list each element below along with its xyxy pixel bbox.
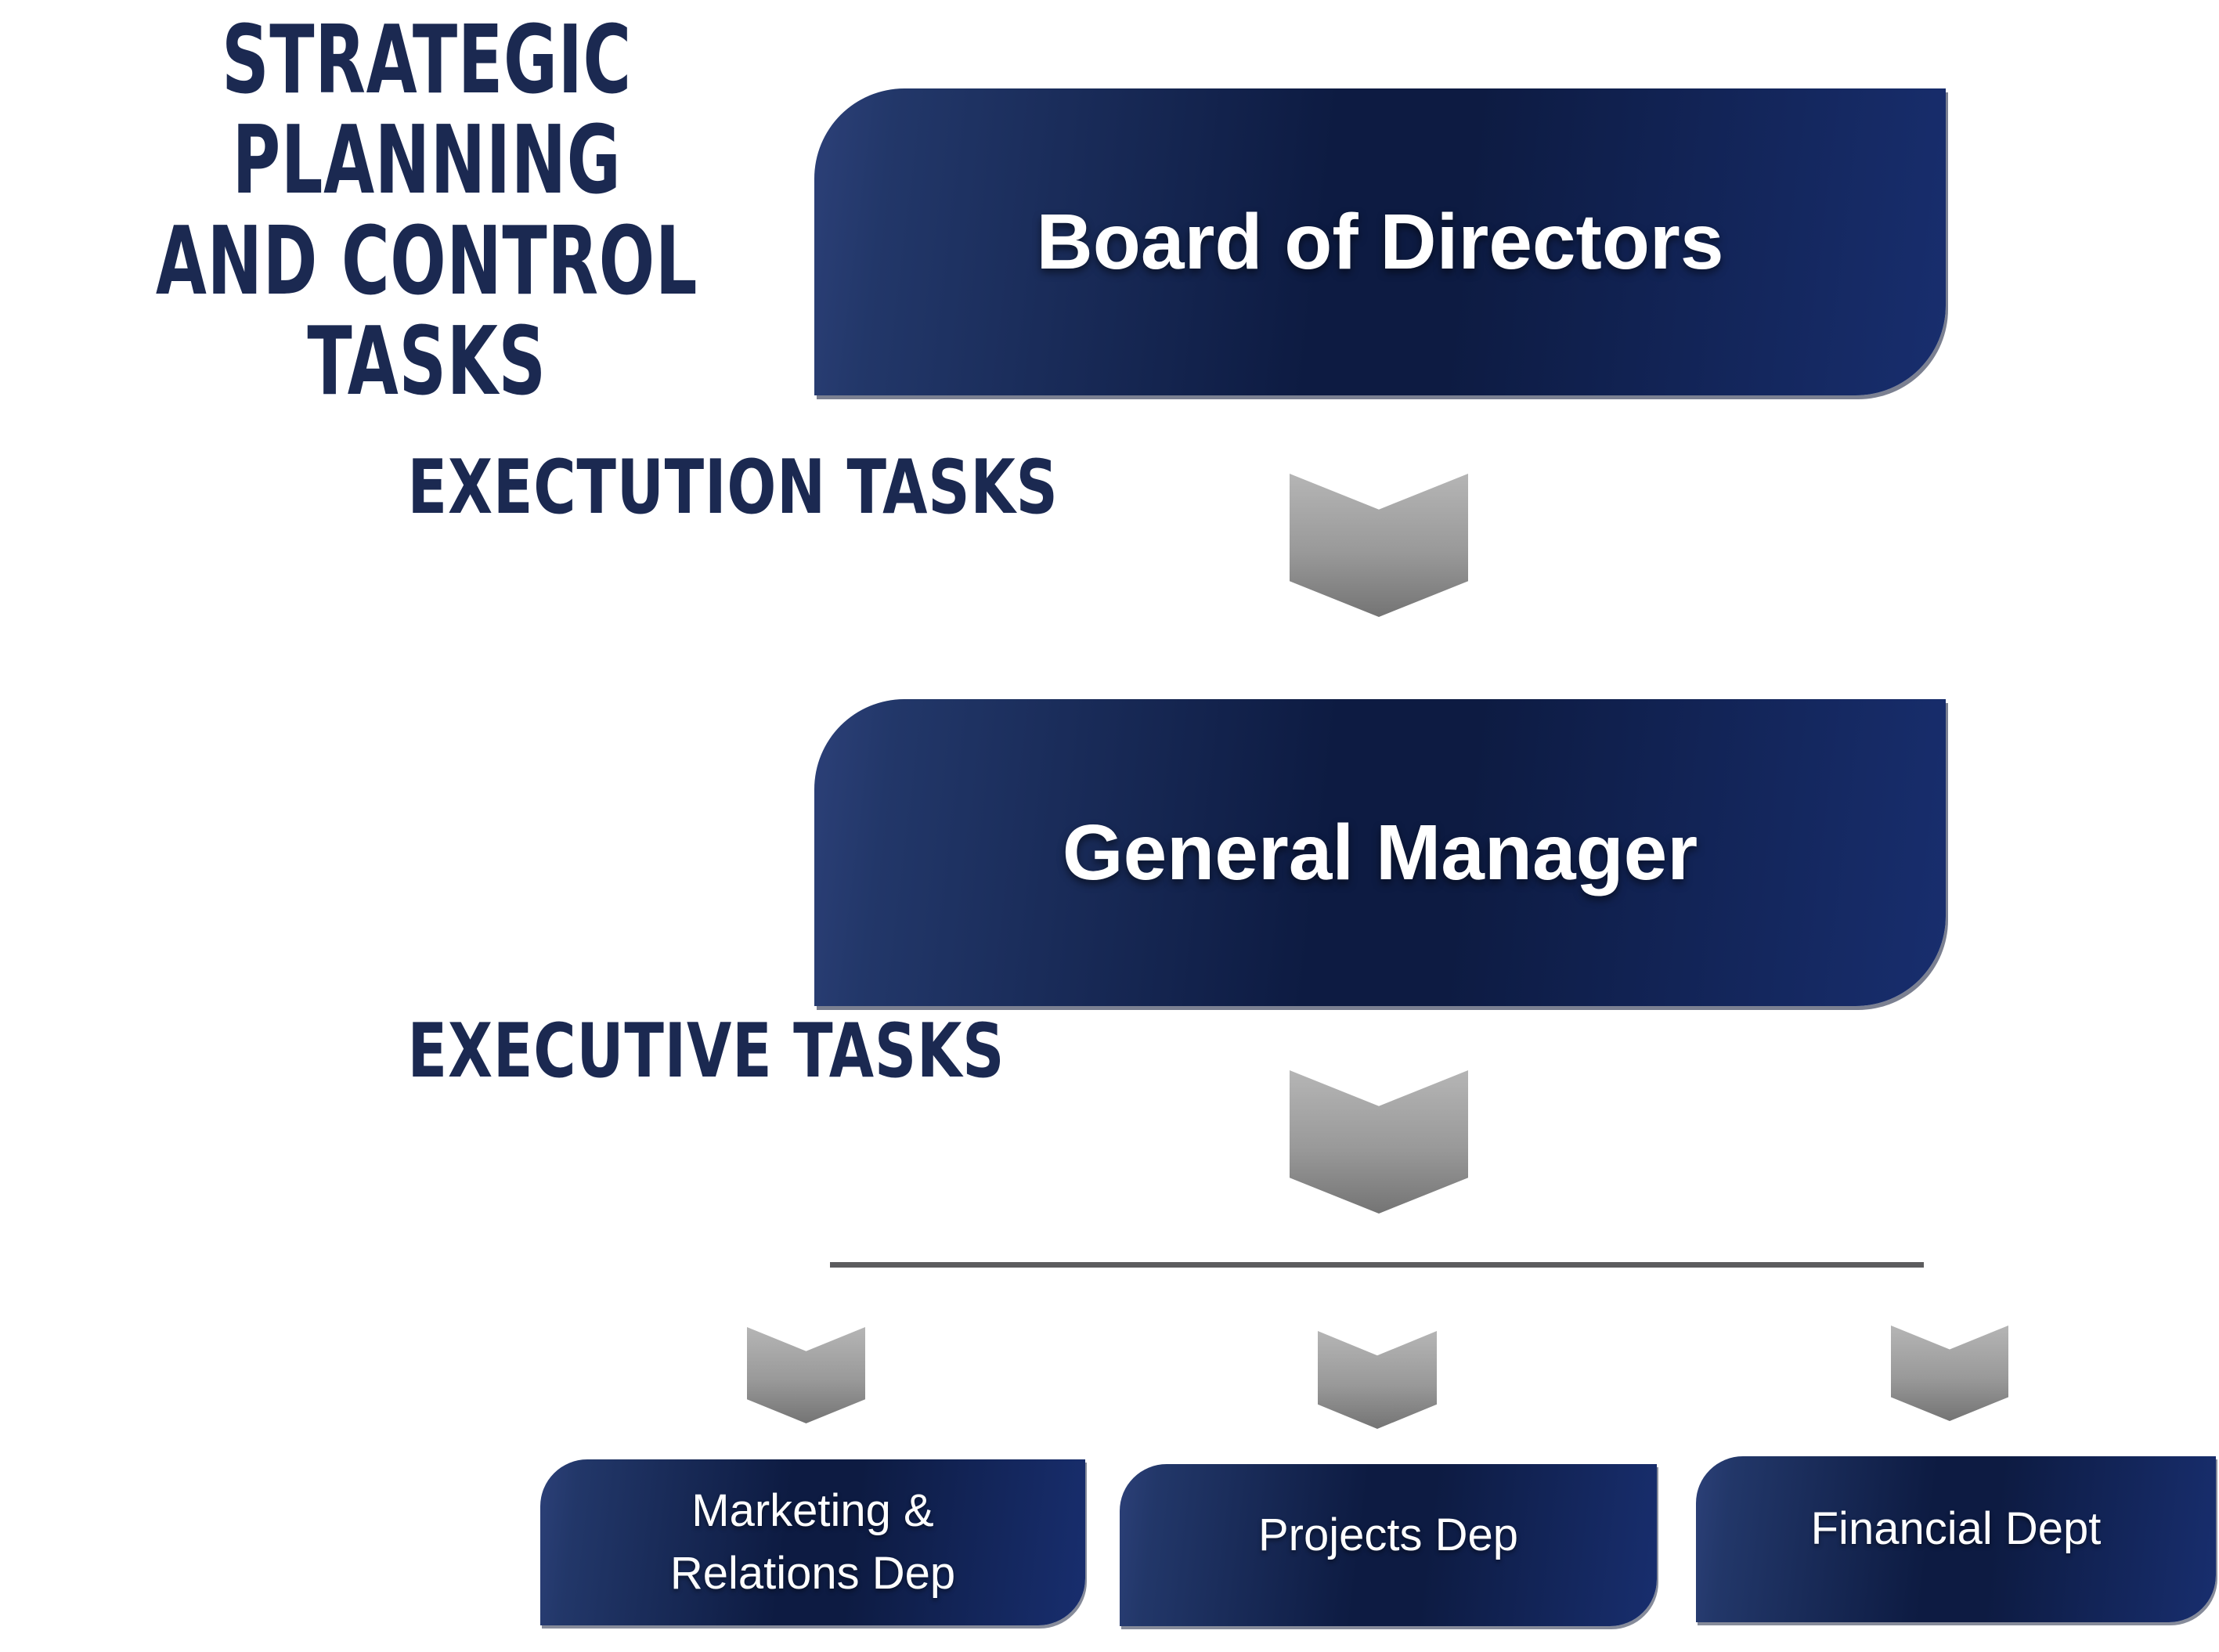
marketing-relations-dep-node: Marketing & Relations Dep: [540, 1459, 1085, 1625]
chevron-down-icon: [1891, 1326, 2008, 1421]
chevron-down-icon: [1290, 1070, 1468, 1214]
projects-dep-title: Projects Dep: [1257, 1509, 1519, 1560]
chevron-down-icon: [747, 1327, 865, 1423]
marketing-relations-dep-title-line2: Relations Dep: [669, 1548, 956, 1599]
exectution-tasks-label: EXECTUTION TASKS: [407, 445, 1059, 531]
strategic-planning-label-line1: STRATEGIC PLANNING: [222, 6, 632, 216]
marketing-relations-dep-title-line1: Marketing &: [691, 1485, 934, 1536]
strategic-planning-label-line2: AND CONTROL TASKS: [155, 207, 698, 417]
chevron-down-icon: [1290, 474, 1468, 617]
general-manager-node: General Manager: [814, 699, 1946, 1006]
financial-dept-node: Financial Dept: [1696, 1456, 2216, 1622]
chevron-down-icon: [1318, 1331, 1437, 1429]
board-of-directors-node: Board of Directors: [814, 88, 1946, 395]
branch-divider-line: [830, 1262, 1924, 1268]
financial-dept-title: Financial Dept: [1810, 1503, 2102, 1554]
general-manager-title: General Manager: [1062, 808, 1698, 896]
executive-tasks-label: EXECUTIVE TASKS: [407, 1008, 1005, 1095]
board-of-directors-title: Board of Directors: [1036, 197, 1724, 286]
strategic-planning-label: STRATEGIC PLANNING AND CONTROL TASKS: [125, 6, 728, 417]
projects-dep-node: Projects Dep: [1120, 1464, 1657, 1626]
